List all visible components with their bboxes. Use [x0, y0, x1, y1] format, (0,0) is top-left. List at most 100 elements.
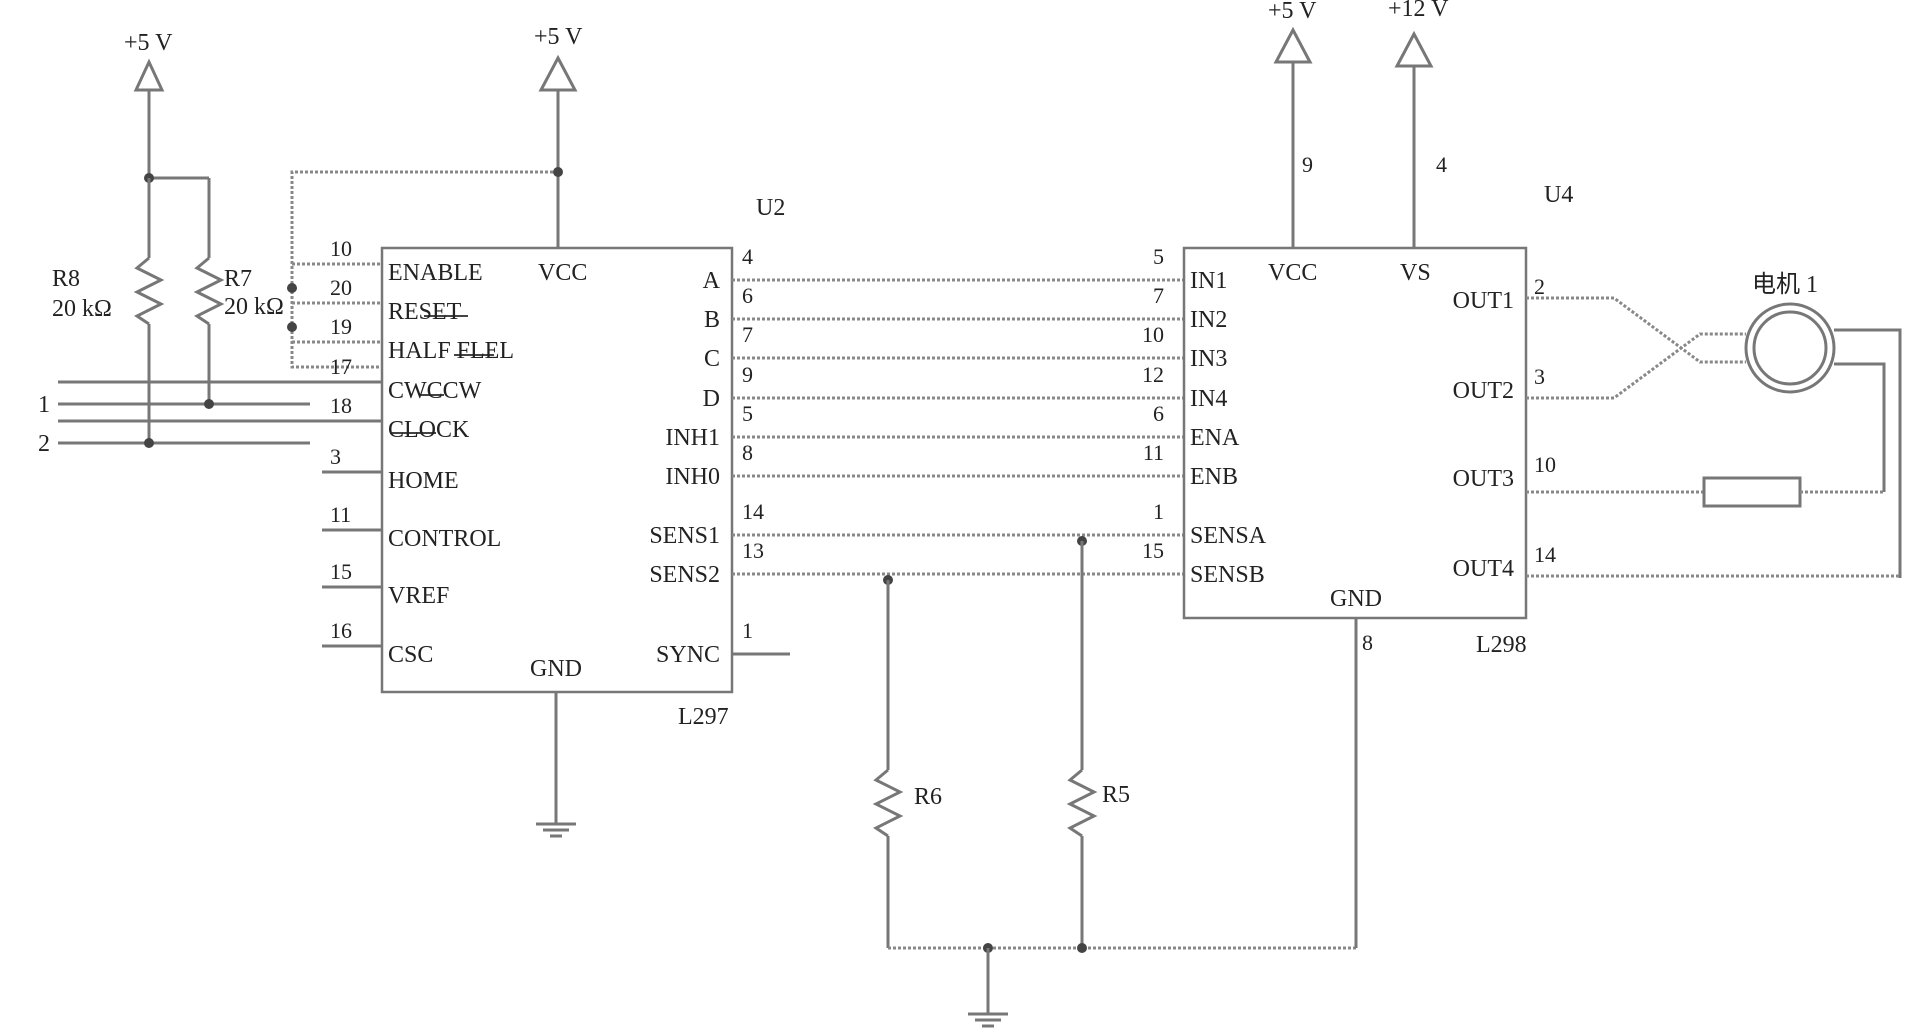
u4-vs-pin: 4 [1436, 152, 1447, 177]
power-symbol-12v: +12 V [1388, 0, 1449, 248]
u2-pin-number: 20 [330, 275, 352, 300]
u2-pin-b: B6 [704, 283, 753, 333]
ground-symbol-sense [968, 948, 1008, 1028]
u2-body [380, 246, 734, 694]
u4-pin-number: 7 [1153, 283, 1164, 308]
u2-pin-name: B [704, 307, 720, 333]
u4-pin-name: IN3 [1190, 346, 1227, 372]
power-symbol-5v-a: +5 V [124, 30, 173, 178]
u4-pin-name: OUT2 [1453, 378, 1514, 404]
u4-vcc-label: VCC [1268, 260, 1317, 286]
u2-pin-number: 18 [330, 393, 352, 418]
u4-pin-number: 3 [1534, 364, 1545, 389]
u2-pin-name: CWCCW [388, 378, 482, 404]
u2-pin-c: C7 [704, 322, 753, 372]
power-label-12v: +12 V [1388, 0, 1449, 22]
u2-pin-number: 11 [330, 502, 351, 527]
u2-pin-d: D9 [703, 362, 753, 412]
u4-gnd-label: GND [1330, 586, 1382, 612]
u4-pin-number: 12 [1142, 362, 1164, 387]
resistor-r5: R5 [1066, 541, 1130, 948]
resistor-network: +5 V R8 20 kΩ R7 20 kΩ 1 2 [38, 30, 310, 457]
u2-pin-number: 10 [330, 236, 352, 261]
u4-pin-out2: OUT2 3 [1453, 364, 1545, 404]
u4-pin-name: IN4 [1190, 386, 1227, 412]
u2-pin-name: ENABLE [388, 260, 483, 286]
u2-pin-a: A4 [703, 244, 753, 294]
input-label-1: 1 [38, 392, 50, 418]
signal-bus [732, 278, 1184, 576]
u2-pin-name: A [703, 268, 721, 294]
u2-pin-name: CSC [388, 642, 433, 668]
u4-pin-in3: IN3 10 [1142, 322, 1227, 372]
u4-pin-in4: IN4 12 [1142, 362, 1227, 412]
u2-ref: U2 [756, 195, 785, 221]
u2-pin-name: HALF FLEL [388, 338, 514, 364]
power-label-5v-c: +5 V [1268, 0, 1317, 24]
u2-pin-name: D [703, 386, 720, 412]
u4-pin-number: 15 [1142, 538, 1164, 563]
u2-pin-number: 6 [742, 283, 753, 308]
u2-pin-number: 3 [330, 444, 341, 469]
u2-pin-number: 16 [330, 618, 352, 643]
u2-pin-number: 9 [742, 362, 753, 387]
u4-pin-name: ENB [1190, 464, 1238, 490]
motor-label: 电机 1 [1752, 271, 1818, 298]
r5-name: R5 [1102, 782, 1130, 808]
u2-pin-name: SENS1 [649, 523, 720, 549]
power-label-5v-b: +5 V [534, 24, 583, 50]
input-label-2: 2 [38, 431, 50, 457]
u4-pin-name: IN2 [1190, 307, 1227, 333]
r8-name: R8 [52, 266, 80, 292]
u2-pin-number: 1 [742, 618, 753, 643]
output-stage: 电机 1 [1526, 271, 1902, 578]
u4-ref: U4 [1544, 182, 1573, 208]
u4-pin-name: IN1 [1190, 268, 1227, 294]
u4-pin-ena: ENA 6 [1153, 401, 1240, 451]
r8-value: 20 kΩ [52, 296, 112, 322]
u2-pin-name: C [704, 346, 720, 372]
u2-pin-name: SENS2 [649, 562, 720, 588]
u2-pin-sens1: SENS1 14 [649, 499, 764, 549]
u4-pin-number: 11 [1143, 440, 1164, 465]
r6-name: R6 [914, 784, 942, 810]
u2-pin-number: 4 [742, 244, 753, 269]
u2-pin-number: 14 [742, 499, 764, 524]
u4-pin-number: 6 [1153, 401, 1164, 426]
u2-pin-number: 8 [742, 440, 753, 465]
r7-name: R7 [224, 266, 252, 292]
u2-vcc-label: VCC [538, 260, 587, 286]
u2-pin-name: RESET [388, 299, 462, 325]
u4-pin-number: 10 [1534, 452, 1556, 477]
u2-pin-name: CLOCK [388, 417, 470, 443]
resistor-r7: R7 20 kΩ [193, 178, 284, 404]
u4-pin-number: 1 [1153, 499, 1164, 524]
u2-part: L297 [678, 704, 729, 730]
u2-pin-name: HOME [388, 468, 459, 494]
u4-pin-name: ENA [1190, 425, 1240, 451]
power-symbol-5v-c: +5 V [1268, 0, 1317, 248]
sense-resistors: R6 R5 [872, 536, 1356, 1028]
u2-pin-number: 17 [330, 354, 352, 379]
motor-1: 电机 1 [1744, 271, 1836, 394]
u4-pin-number: 10 [1142, 322, 1164, 347]
chip-u4-l298: +5 V +12 V 9 4 U4 L298 VCC VS GND 8 IN15… [1142, 0, 1573, 948]
load-resistor [1702, 476, 1802, 508]
power-symbol-5v-b: +5 V [534, 24, 583, 248]
